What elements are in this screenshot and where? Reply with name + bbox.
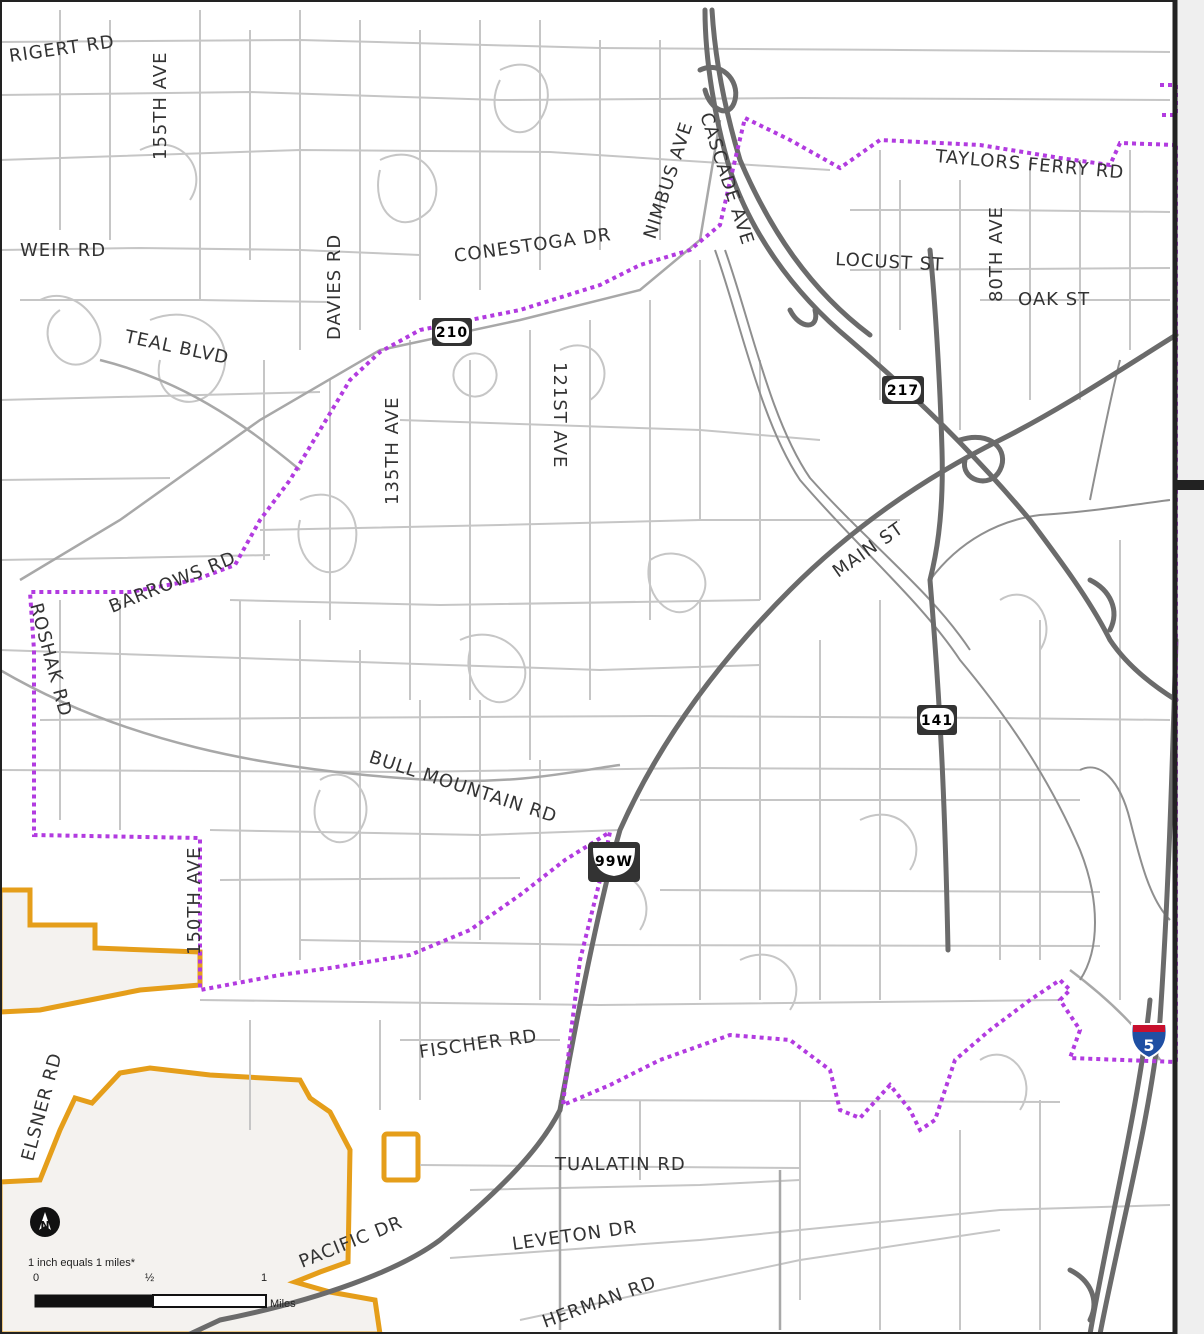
label-155th-ave: 155TH AVE <box>150 52 171 160</box>
frame-tick <box>1176 480 1204 490</box>
label-150th-ave: 150TH AVE <box>184 847 205 955</box>
ugb-small-parcel <box>381 1131 421 1183</box>
scale-text: 1 inch equals 1 miles* <box>28 1257 136 1269</box>
scale-tick-half: ½ <box>145 1272 154 1284</box>
north-arrow-icon: N <box>30 1207 60 1237</box>
scale-tick-1: 1 <box>261 1272 267 1284</box>
hwy-99w <box>557 332 1179 1113</box>
scale-bar-first-half <box>34 1294 154 1308</box>
railways <box>714 249 1171 981</box>
scale-tick-0: 0 <box>33 1272 39 1284</box>
shield-i-5: 5 <box>1130 1023 1168 1060</box>
shield-label: 5 <box>1143 1036 1154 1055</box>
label-davies-rd: DAVIES RD <box>324 234 345 340</box>
city-boundary <box>27 83 1178 1133</box>
label-121st-ave: 121ST AVE <box>549 362 570 468</box>
label-tualatin-rd: TUALATIN RD <box>554 1154 686 1175</box>
shield-or-210: 210 <box>432 318 472 346</box>
scale-units: Miles <box>270 1298 296 1310</box>
shield-label: 141 <box>921 713 953 729</box>
shield-label: 210 <box>436 325 468 341</box>
interstate-shield-icon <box>1130 1023 1168 1060</box>
label-135th-ave: 135TH AVE <box>382 397 403 505</box>
hwy-141 <box>927 247 951 953</box>
svg-text:N: N <box>40 1219 49 1232</box>
shield-us-99w: 99W <box>588 842 640 882</box>
ugb-area-southwest <box>0 1065 383 1334</box>
legend: N 1 inch equals 1 miles* 0 ½ 1 Miles <box>28 1207 296 1310</box>
local-streets <box>0 10 1171 1330</box>
hwy-i5 <box>1097 637 1179 1334</box>
shield-or-141: 141 <box>917 705 957 735</box>
label-oak-st: OAK ST <box>1018 289 1090 310</box>
label-80th-ave: 80TH AVE <box>986 206 1007 302</box>
adjacent-area <box>1176 0 1204 1334</box>
label-weir-rd: WEIR RD <box>20 240 106 261</box>
shield-or-217: 217 <box>882 376 924 404</box>
shield-label: 99W <box>595 854 633 870</box>
scale-bar-second-half <box>152 1294 267 1308</box>
shield-label: 217 <box>887 383 919 399</box>
